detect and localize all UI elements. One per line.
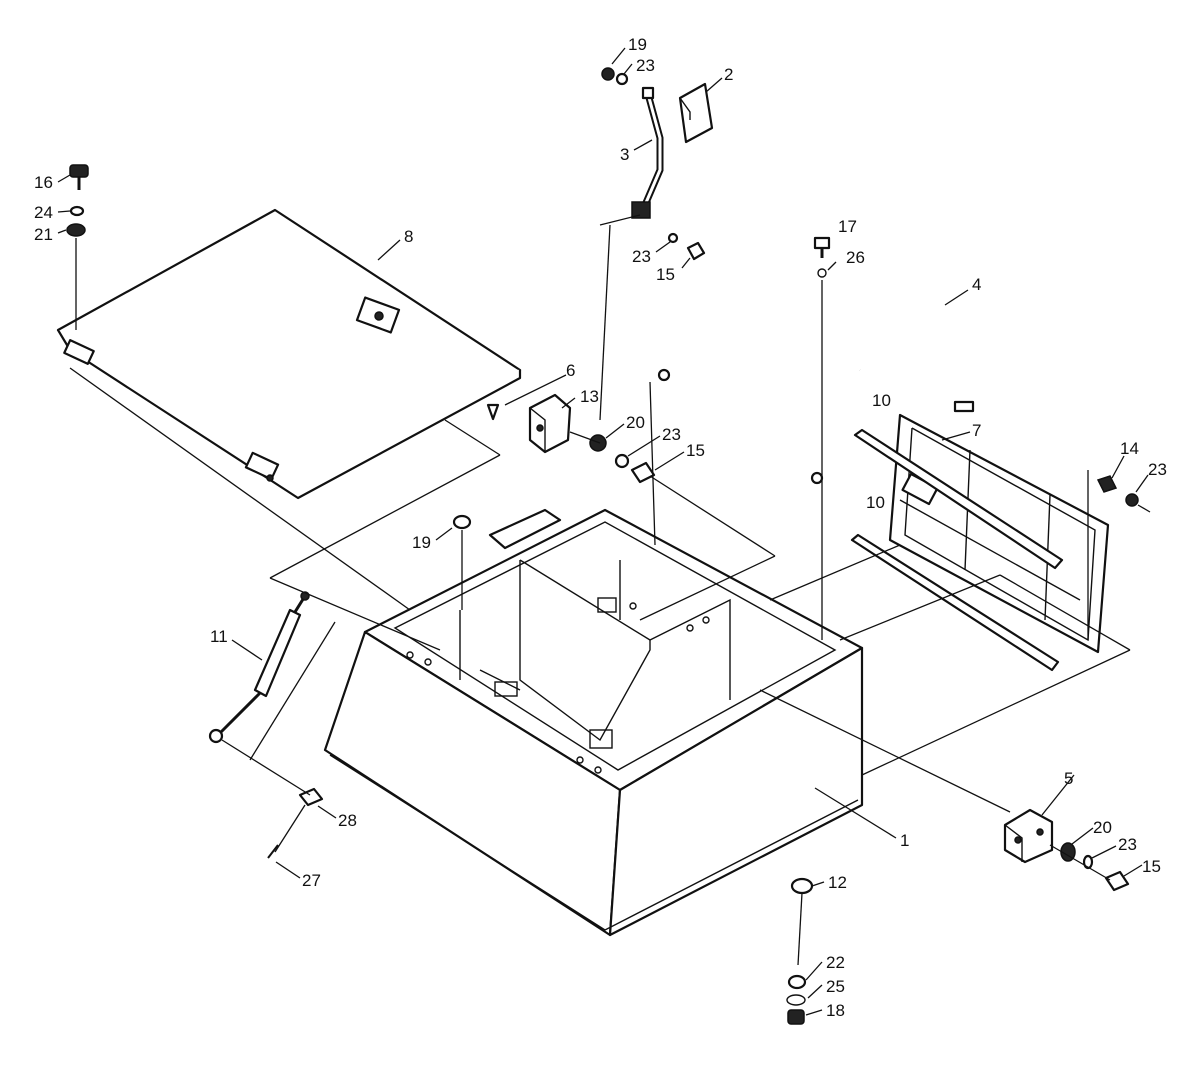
- callout-23-mid: 23: [662, 425, 681, 444]
- gas-strut-part-11: [208, 591, 310, 744]
- rail-part-10-lower: [850, 533, 1060, 672]
- washer-26: [817, 268, 827, 278]
- leader-lines: [69, 214, 1151, 966]
- washer-23-latch: [667, 232, 679, 244]
- bolt-14: [1096, 475, 1118, 493]
- handle-rail-part-4: [648, 281, 975, 485]
- washer-22: [787, 974, 807, 990]
- callout-24: 24: [34, 203, 53, 222]
- bushing-28: [298, 787, 324, 807]
- nut-21: [66, 223, 86, 237]
- callout-19-top: 19: [628, 35, 647, 54]
- callout-27: 27: [302, 871, 321, 890]
- callout-1: 1: [900, 831, 909, 850]
- callout-17: 17: [838, 217, 857, 236]
- latch-rod-part-3: [631, 86, 664, 219]
- callout-22: 22: [826, 953, 845, 972]
- washer-23-lower: [1082, 854, 1094, 870]
- lid-part-8: [56, 208, 522, 500]
- grommet-12: [790, 877, 814, 895]
- washer-24: [69, 205, 85, 217]
- hardware-parts: [66, 67, 1139, 1025]
- nut-20-mid: [589, 434, 607, 452]
- callout-21: 21: [34, 225, 53, 244]
- callout-23-top: 23: [636, 56, 655, 75]
- washer-23-top: [615, 72, 629, 86]
- callout-3: 3: [620, 145, 629, 164]
- callout-10-lower: 10: [866, 493, 885, 512]
- callout-numbers: 19 23 2 3 23 15 17 26 4 16 24 21 8 6 13 …: [34, 35, 1167, 1020]
- callout-28: 28: [338, 811, 357, 830]
- callout-2: 2: [724, 65, 733, 84]
- bolt-18: [787, 1009, 805, 1025]
- callout-12: 12: [828, 873, 847, 892]
- washer-23-right: [1125, 493, 1139, 507]
- callout-20-right: 20: [1093, 818, 1112, 837]
- rail-part-10-upper: [853, 428, 1064, 570]
- washer-23-mid: [614, 453, 630, 469]
- callout-19-mid: 19: [412, 533, 431, 552]
- lockwasher-25: [786, 994, 806, 1006]
- angle-bracket-part-5: [1003, 808, 1054, 864]
- callout-15-latch: 15: [656, 265, 675, 284]
- callout-14: 14: [1120, 439, 1139, 458]
- box-body-part-1: [323, 508, 864, 937]
- latch-plate-part-2: [678, 82, 714, 144]
- callout-23-lower: 23: [1118, 835, 1137, 854]
- callout-4: 4: [972, 275, 981, 294]
- rivet-6: [486, 403, 500, 421]
- pin-27: [267, 844, 279, 859]
- callout-15-mid: 15: [686, 441, 705, 460]
- callout-7: 7: [972, 421, 981, 440]
- bracket-part-13: [528, 393, 572, 454]
- callout-10-upper: 10: [872, 391, 891, 410]
- callout-23-right: 23: [1148, 460, 1167, 479]
- rack-panel-part-7: [888, 413, 1110, 654]
- nut-19-mid: [452, 514, 472, 530]
- callout-leaders: [57, 47, 1149, 1016]
- bolt-16: [69, 164, 89, 178]
- callout-13: 13: [580, 387, 599, 406]
- callout-8: 8: [404, 227, 413, 246]
- bolt-15-right: [1104, 870, 1130, 892]
- callout-26: 26: [846, 248, 865, 267]
- callout-16: 16: [34, 173, 53, 192]
- callout-20-mid: 20: [626, 413, 645, 432]
- callout-25: 25: [826, 977, 845, 996]
- nut-19-top: [601, 67, 615, 81]
- bolt-15-latch: [686, 241, 706, 261]
- callout-5: 5: [1064, 769, 1073, 788]
- callout-18: 18: [826, 1001, 845, 1020]
- bolt-15-mid: [630, 461, 656, 484]
- bolt-17: [813, 236, 831, 250]
- callout-6: 6: [566, 361, 575, 380]
- callout-15-right: 15: [1142, 857, 1161, 876]
- callout-23-latch: 23: [632, 247, 651, 266]
- callout-11: 11: [210, 627, 228, 646]
